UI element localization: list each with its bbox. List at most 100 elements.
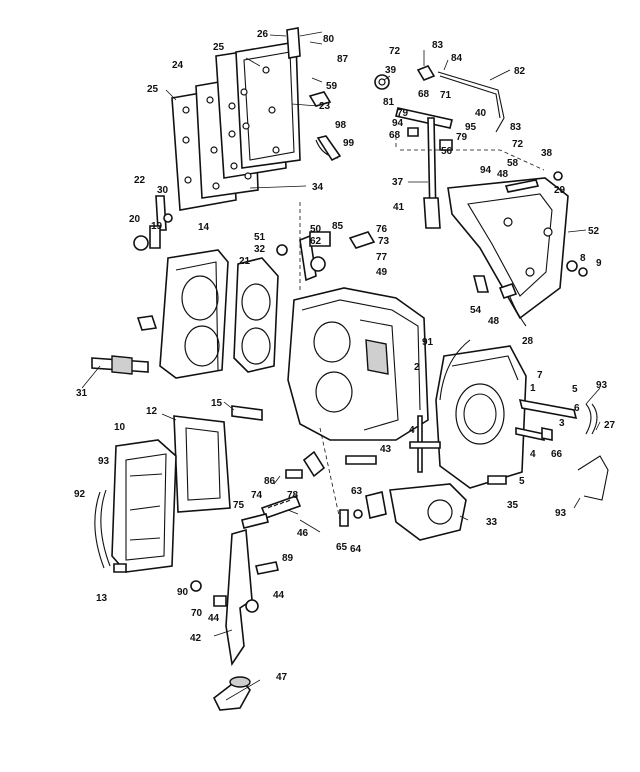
callout-62: 62 <box>310 236 322 247</box>
callout-5: 5 <box>519 476 525 487</box>
callout-51: 51 <box>254 232 266 243</box>
callout-23: 23 <box>319 101 331 112</box>
lower-linkage-group <box>94 415 302 711</box>
callout-3: 3 <box>559 418 565 429</box>
callout-1: 1 <box>530 383 536 394</box>
callout-39: 39 <box>385 65 397 76</box>
callout-5: 5 <box>572 384 578 395</box>
callout-28: 28 <box>522 336 534 347</box>
callout-33: 33 <box>486 517 498 528</box>
callout-19: 19 <box>151 221 163 232</box>
callout-76: 76 <box>376 224 388 235</box>
callout-89: 89 <box>282 553 294 564</box>
callout-48: 48 <box>488 316 500 327</box>
callout-90: 90 <box>177 587 189 598</box>
callout-68: 68 <box>389 130 401 141</box>
callout-43: 43 <box>380 444 392 455</box>
callout-10: 10 <box>114 422 126 433</box>
callout-37: 37 <box>392 177 404 188</box>
callout-86: 86 <box>264 476 276 487</box>
callout-80: 80 <box>323 34 335 45</box>
callout-6: 6 <box>574 403 580 414</box>
callout-99: 99 <box>343 138 355 149</box>
callout-91: 91 <box>422 337 434 348</box>
callout-73: 73 <box>378 236 390 247</box>
callout-87: 87 <box>337 54 349 65</box>
cover-plates-group <box>171 27 342 211</box>
callout-94: 94 <box>392 118 404 129</box>
callout-98: 98 <box>335 120 347 131</box>
callout-52: 52 <box>588 226 600 237</box>
callout-25: 25 <box>213 42 225 53</box>
callout-94: 94 <box>480 165 492 176</box>
callout-58: 58 <box>507 158 519 169</box>
callout-7: 7 <box>537 370 543 381</box>
callout-63: 63 <box>351 486 363 497</box>
callout-9: 9 <box>596 258 602 269</box>
callout-81: 81 <box>383 97 395 108</box>
callout-77: 77 <box>376 252 388 263</box>
throttle-linkage-group <box>374 65 588 320</box>
callout-4: 4 <box>530 449 536 460</box>
callout-44: 44 <box>208 613 220 624</box>
callout-49: 49 <box>376 267 388 278</box>
callout-2: 2 <box>414 362 420 373</box>
callout-84: 84 <box>451 53 463 64</box>
crankcase-block <box>276 200 429 521</box>
callout-74: 74 <box>251 490 263 501</box>
callout-71: 71 <box>440 90 452 101</box>
callout-93: 93 <box>555 508 567 519</box>
callout-72: 72 <box>389 46 401 57</box>
callout-46: 46 <box>297 528 309 539</box>
callout-92: 92 <box>74 489 86 500</box>
callout-93: 93 <box>596 380 608 391</box>
crankcase-half-group <box>339 275 609 541</box>
callout-54: 54 <box>470 305 482 316</box>
callout-22: 22 <box>134 175 146 186</box>
callout-41: 41 <box>393 202 405 213</box>
callout-24: 24 <box>172 60 184 71</box>
callout-56: 56 <box>441 146 453 157</box>
callout-64: 64 <box>350 544 362 555</box>
callout-31: 31 <box>76 388 88 399</box>
callout-65: 65 <box>336 542 348 553</box>
callout-78: 78 <box>287 490 299 501</box>
callout-32: 32 <box>254 244 266 255</box>
callout-30: 30 <box>157 185 169 196</box>
callout-85: 85 <box>332 221 344 232</box>
callout-38: 38 <box>541 148 553 159</box>
callout-21: 21 <box>239 256 251 267</box>
callout-27: 27 <box>604 420 616 431</box>
callout-20: 20 <box>129 214 141 225</box>
callout-35: 35 <box>507 500 519 511</box>
cylinder-head-group <box>91 195 279 421</box>
callout-25: 25 <box>147 84 159 95</box>
callout-68: 68 <box>418 89 430 100</box>
callout-82: 82 <box>514 66 526 77</box>
callout-93: 93 <box>98 456 110 467</box>
callout-34: 34 <box>312 182 324 193</box>
callout-13: 13 <box>96 593 108 604</box>
callout-14: 14 <box>198 222 210 233</box>
callout-66: 66 <box>551 449 563 460</box>
callouts: 26 80 25 87 24 59 25 23 98 99 72 83 84 8… <box>74 29 616 701</box>
callout-12: 12 <box>146 406 158 417</box>
callout-70: 70 <box>191 608 203 619</box>
callout-29: 29 <box>554 185 566 196</box>
callout-72: 72 <box>512 139 524 150</box>
callout-79: 79 <box>456 132 468 143</box>
callout-15: 15 <box>211 398 223 409</box>
callout-40: 40 <box>475 108 487 119</box>
callout-75: 75 <box>233 500 245 511</box>
callout-83: 83 <box>510 122 522 133</box>
callout-50: 50 <box>310 224 322 235</box>
callout-4: 4 <box>409 425 415 436</box>
callout-79: 79 <box>397 108 409 119</box>
callout-8: 8 <box>580 253 586 264</box>
callout-48: 48 <box>497 169 509 180</box>
callout-95: 95 <box>465 122 477 133</box>
callout-47: 47 <box>276 672 288 683</box>
callout-26: 26 <box>257 29 269 40</box>
callout-59: 59 <box>326 81 338 92</box>
